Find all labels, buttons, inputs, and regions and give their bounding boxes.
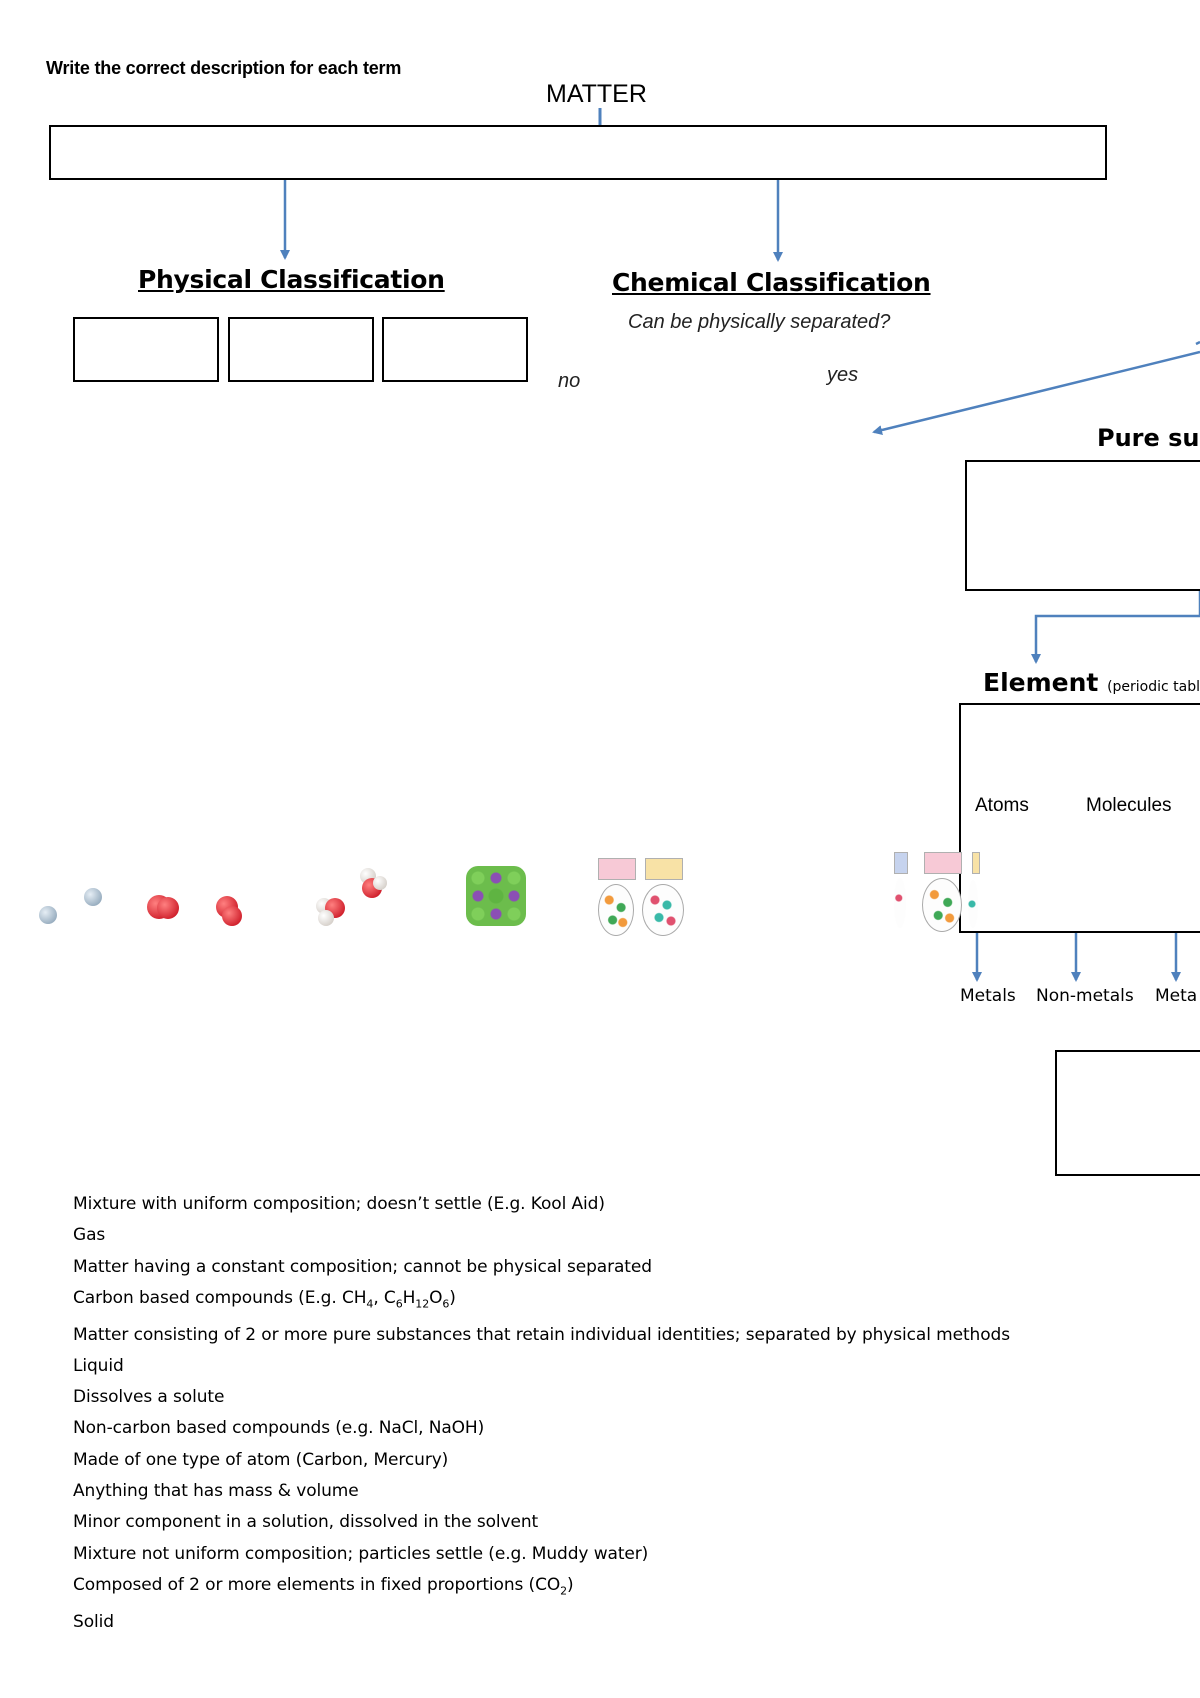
- physical-box-3[interactable]: [382, 317, 528, 382]
- category-metalloids: Meta: [1155, 986, 1198, 1006]
- description-item: Dissolves a solute: [73, 1387, 225, 1408]
- physical-classification-heading: Physical Classification: [138, 265, 445, 294]
- description-item: Mixture with uniform composition; doesn’…: [73, 1194, 605, 1214]
- mixture-particles-image: [922, 878, 962, 932]
- answer-yes: yes: [827, 364, 859, 386]
- atom-image: [84, 888, 102, 906]
- mixture-particles-image: [968, 880, 978, 928]
- molecules-label: Molecules: [1086, 795, 1172, 816]
- mixture-particles-image: [642, 884, 684, 936]
- description-item: Minor component in a solution, dissolved…: [73, 1512, 539, 1533]
- description-item: Non-carbon based compounds (e.g. NaCl, N…: [73, 1418, 485, 1439]
- element-subtitle: (periodic tabl: [1107, 679, 1200, 695]
- lower-description-box[interactable]: [1055, 1050, 1200, 1176]
- instruction-text: Write the correct description for each t…: [46, 58, 402, 78]
- category-metals: Metals: [960, 986, 1016, 1006]
- physical-box-2[interactable]: [228, 317, 374, 382]
- description-item: Made of one type of atom (Carbon, Mercur…: [73, 1449, 449, 1470]
- description-item: Carbon based compounds (E.g. CH4, C6H12O…: [73, 1287, 456, 1311]
- category-non-metals: Non-metals: [1036, 986, 1134, 1006]
- atoms-label: Atoms: [975, 795, 1029, 816]
- diagram-label-card: [894, 852, 908, 874]
- answer-no: no: [558, 370, 581, 392]
- description-item: Mixture not uniform composition; particl…: [73, 1543, 649, 1564]
- mixture-particles-image: [598, 884, 634, 936]
- description-item: Solid: [73, 1611, 114, 1632]
- matter-title: MATTER: [546, 80, 647, 108]
- element-label: Element (periodic tabl: [983, 668, 1200, 697]
- diagram-label-card: [645, 858, 683, 880]
- element-box[interactable]: [959, 703, 1200, 933]
- diagram-label-card: [598, 858, 636, 880]
- ionic-lattice-image: [466, 866, 526, 926]
- diagram-label-card: [972, 852, 980, 874]
- description-item: Matter having a constant composition; ca…: [73, 1256, 652, 1277]
- description-list: Mixture with uniform composition; doesn’…: [73, 1189, 1010, 1638]
- description-item: Liquid: [73, 1355, 124, 1376]
- description-item: Composed of 2 or more elements in fixed …: [73, 1574, 574, 1598]
- diagram-label-card: [924, 852, 962, 874]
- description-item: Matter consisting of 2 or more pure subs…: [73, 1324, 1010, 1345]
- pure-substance-box[interactable]: [965, 460, 1200, 591]
- description-item: Anything that has mass & volume: [73, 1481, 359, 1502]
- separation-question: Can be physically separated?: [628, 311, 891, 333]
- pure-substance-label: Pure sul: [1097, 424, 1200, 452]
- atom-image: [39, 906, 57, 924]
- matter-description-box[interactable]: [49, 125, 1107, 180]
- chemical-classification-heading: Chemical Classification: [612, 268, 931, 297]
- element-title: Element: [983, 668, 1099, 697]
- arrow-to-element: [1031, 590, 1200, 664]
- arrow-to-mixture: [872, 350, 1200, 435]
- mixture-particles-image: [894, 878, 906, 928]
- description-item: Gas: [73, 1225, 106, 1246]
- physical-box-1[interactable]: [73, 317, 219, 382]
